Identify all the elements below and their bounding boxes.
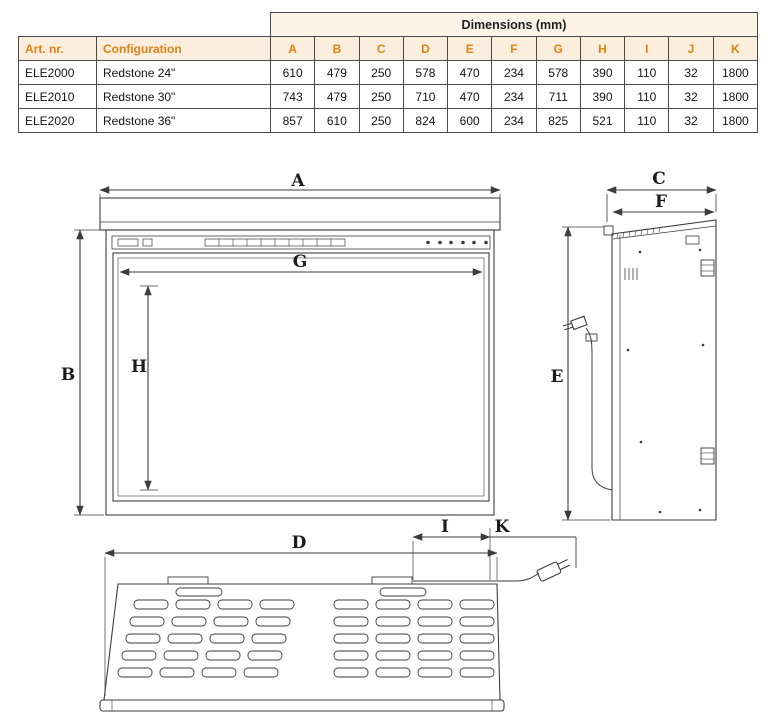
front-width-label: A [290, 171, 305, 191]
side-panel-details [624, 235, 715, 514]
dim-col-header: B [314, 36, 360, 61]
configuration-cell: Redstone 30" [96, 84, 271, 109]
side-body-outline [603, 219, 717, 521]
dimension-cell: 824 [402, 108, 449, 133]
dim-col-header: K [712, 36, 759, 61]
dimension-cell: 1800 [712, 84, 759, 109]
dimension-cell: 1800 [712, 60, 759, 85]
dimension-cell: 390 [579, 84, 626, 109]
dimension-cell: 32 [668, 108, 714, 133]
power-plug-icon [536, 559, 571, 582]
dim-col-header: H [579, 36, 626, 61]
louver-grid [117, 599, 495, 678]
side-height-label: E [551, 367, 564, 387]
dimension-cell: 710 [402, 84, 449, 109]
side-inner-depth-label: F [655, 192, 667, 212]
dim-line-b [74, 229, 104, 516]
dim-line-c [606, 186, 717, 222]
dim-col-header: A [269, 36, 316, 61]
dim-line-k [490, 536, 577, 568]
dim-col-header: C [358, 36, 404, 61]
side-depth-label: C [652, 169, 666, 189]
top-power-cord [413, 559, 571, 582]
dimension-cell: 32 [668, 84, 714, 109]
dimension-cell: 250 [358, 60, 404, 85]
front-inner-height-label: H [131, 357, 147, 377]
dimension-cell: 390 [579, 60, 626, 85]
dimension-cell: 857 [269, 108, 316, 133]
dimensions-table: Dimensions (mm) Art. nr. Configuration A… [18, 12, 759, 133]
dimension-cell: 825 [535, 108, 581, 133]
configuration-cell: Redstone 36" [96, 108, 271, 133]
control-buttons-dots [426, 240, 488, 245]
dim-col-header: I [624, 36, 670, 61]
top-cord-offset-label: I [441, 517, 449, 537]
dim-col-header: J [668, 36, 714, 61]
front-body-outline [99, 197, 501, 516]
dim-line-h [140, 285, 158, 491]
dim-line-i [412, 528, 491, 580]
side-view-drawing [562, 186, 717, 521]
dim-col-header: F [491, 36, 537, 61]
dimension-cell: 600 [447, 108, 493, 133]
dimension-cell: 250 [358, 84, 404, 109]
dimension-cell: 578 [402, 60, 449, 85]
front-height-label: B [61, 365, 75, 385]
dimensions-span-header: Dimensions (mm) [270, 12, 758, 37]
art-nr-cell: ELE2020 [18, 108, 97, 133]
table-row: ELE2010 Redstone 30" 743 479 250 710 470… [18, 84, 759, 109]
dim-col-header: E [447, 36, 493, 61]
dimension-cell: 470 [447, 60, 493, 85]
dimension-cell: 470 [447, 84, 493, 109]
dimension-cell: 610 [269, 60, 316, 85]
dimension-cell: 479 [314, 84, 360, 109]
dimensions-header-row: Dimensions (mm) [18, 12, 758, 37]
front-control-strip [111, 235, 491, 250]
front-view-drawing [74, 186, 501, 516]
power-plug-icon [562, 315, 588, 331]
dim-line-d [104, 549, 498, 696]
dimension-labels: A B G H C F E D I K [61, 169, 667, 553]
table-row: ELE2020 Redstone 36" 857 610 250 824 600… [18, 108, 759, 133]
configuration-cell: Redstone 24" [96, 60, 271, 85]
technical-drawings: A B G H C F E D I K [61, 169, 717, 712]
empty-corner-cell [18, 12, 271, 37]
top-view-drawing [99, 528, 577, 712]
dimension-cell: 234 [491, 108, 537, 133]
front-firebox [112, 252, 490, 502]
dimension-cell: 250 [358, 108, 404, 133]
art-nr-cell: ELE2000 [18, 60, 97, 85]
top-body-outline [99, 576, 505, 712]
dimension-cell: 711 [535, 84, 581, 109]
dimension-cell: 479 [314, 60, 360, 85]
top-cord-length-label: K [495, 517, 511, 537]
dimension-cell: 32 [668, 60, 714, 85]
front-inner-width-label: G [293, 252, 308, 272]
dimension-cell: 578 [535, 60, 581, 85]
dimension-cell: 1800 [712, 108, 759, 133]
dimension-cell: 110 [624, 60, 670, 85]
column-header-row: Art. nr. Configuration A B C D E F G H I… [18, 36, 759, 61]
art-nr-cell: ELE2010 [18, 84, 97, 109]
dimension-cell: 610 [314, 108, 360, 133]
side-top-vent-ticks [616, 227, 661, 239]
dimension-cell: 234 [491, 60, 537, 85]
screw-dots [626, 248, 705, 514]
dimension-cell: 743 [269, 84, 316, 109]
top-width-label: D [292, 533, 307, 553]
dim-line-e [562, 226, 610, 521]
art-nr-header: Art. nr. [18, 36, 97, 61]
dimension-cell: 110 [624, 108, 670, 133]
configuration-header: Configuration [96, 36, 271, 61]
table-row: ELE2000 Redstone 24" 610 479 250 578 470… [18, 60, 759, 85]
side-power-cord [562, 315, 613, 491]
dim-col-header: D [402, 36, 449, 61]
dimension-cell: 521 [579, 108, 626, 133]
dimension-cell: 110 [624, 84, 670, 109]
dimension-cell: 234 [491, 84, 537, 109]
dim-col-header: G [535, 36, 581, 61]
